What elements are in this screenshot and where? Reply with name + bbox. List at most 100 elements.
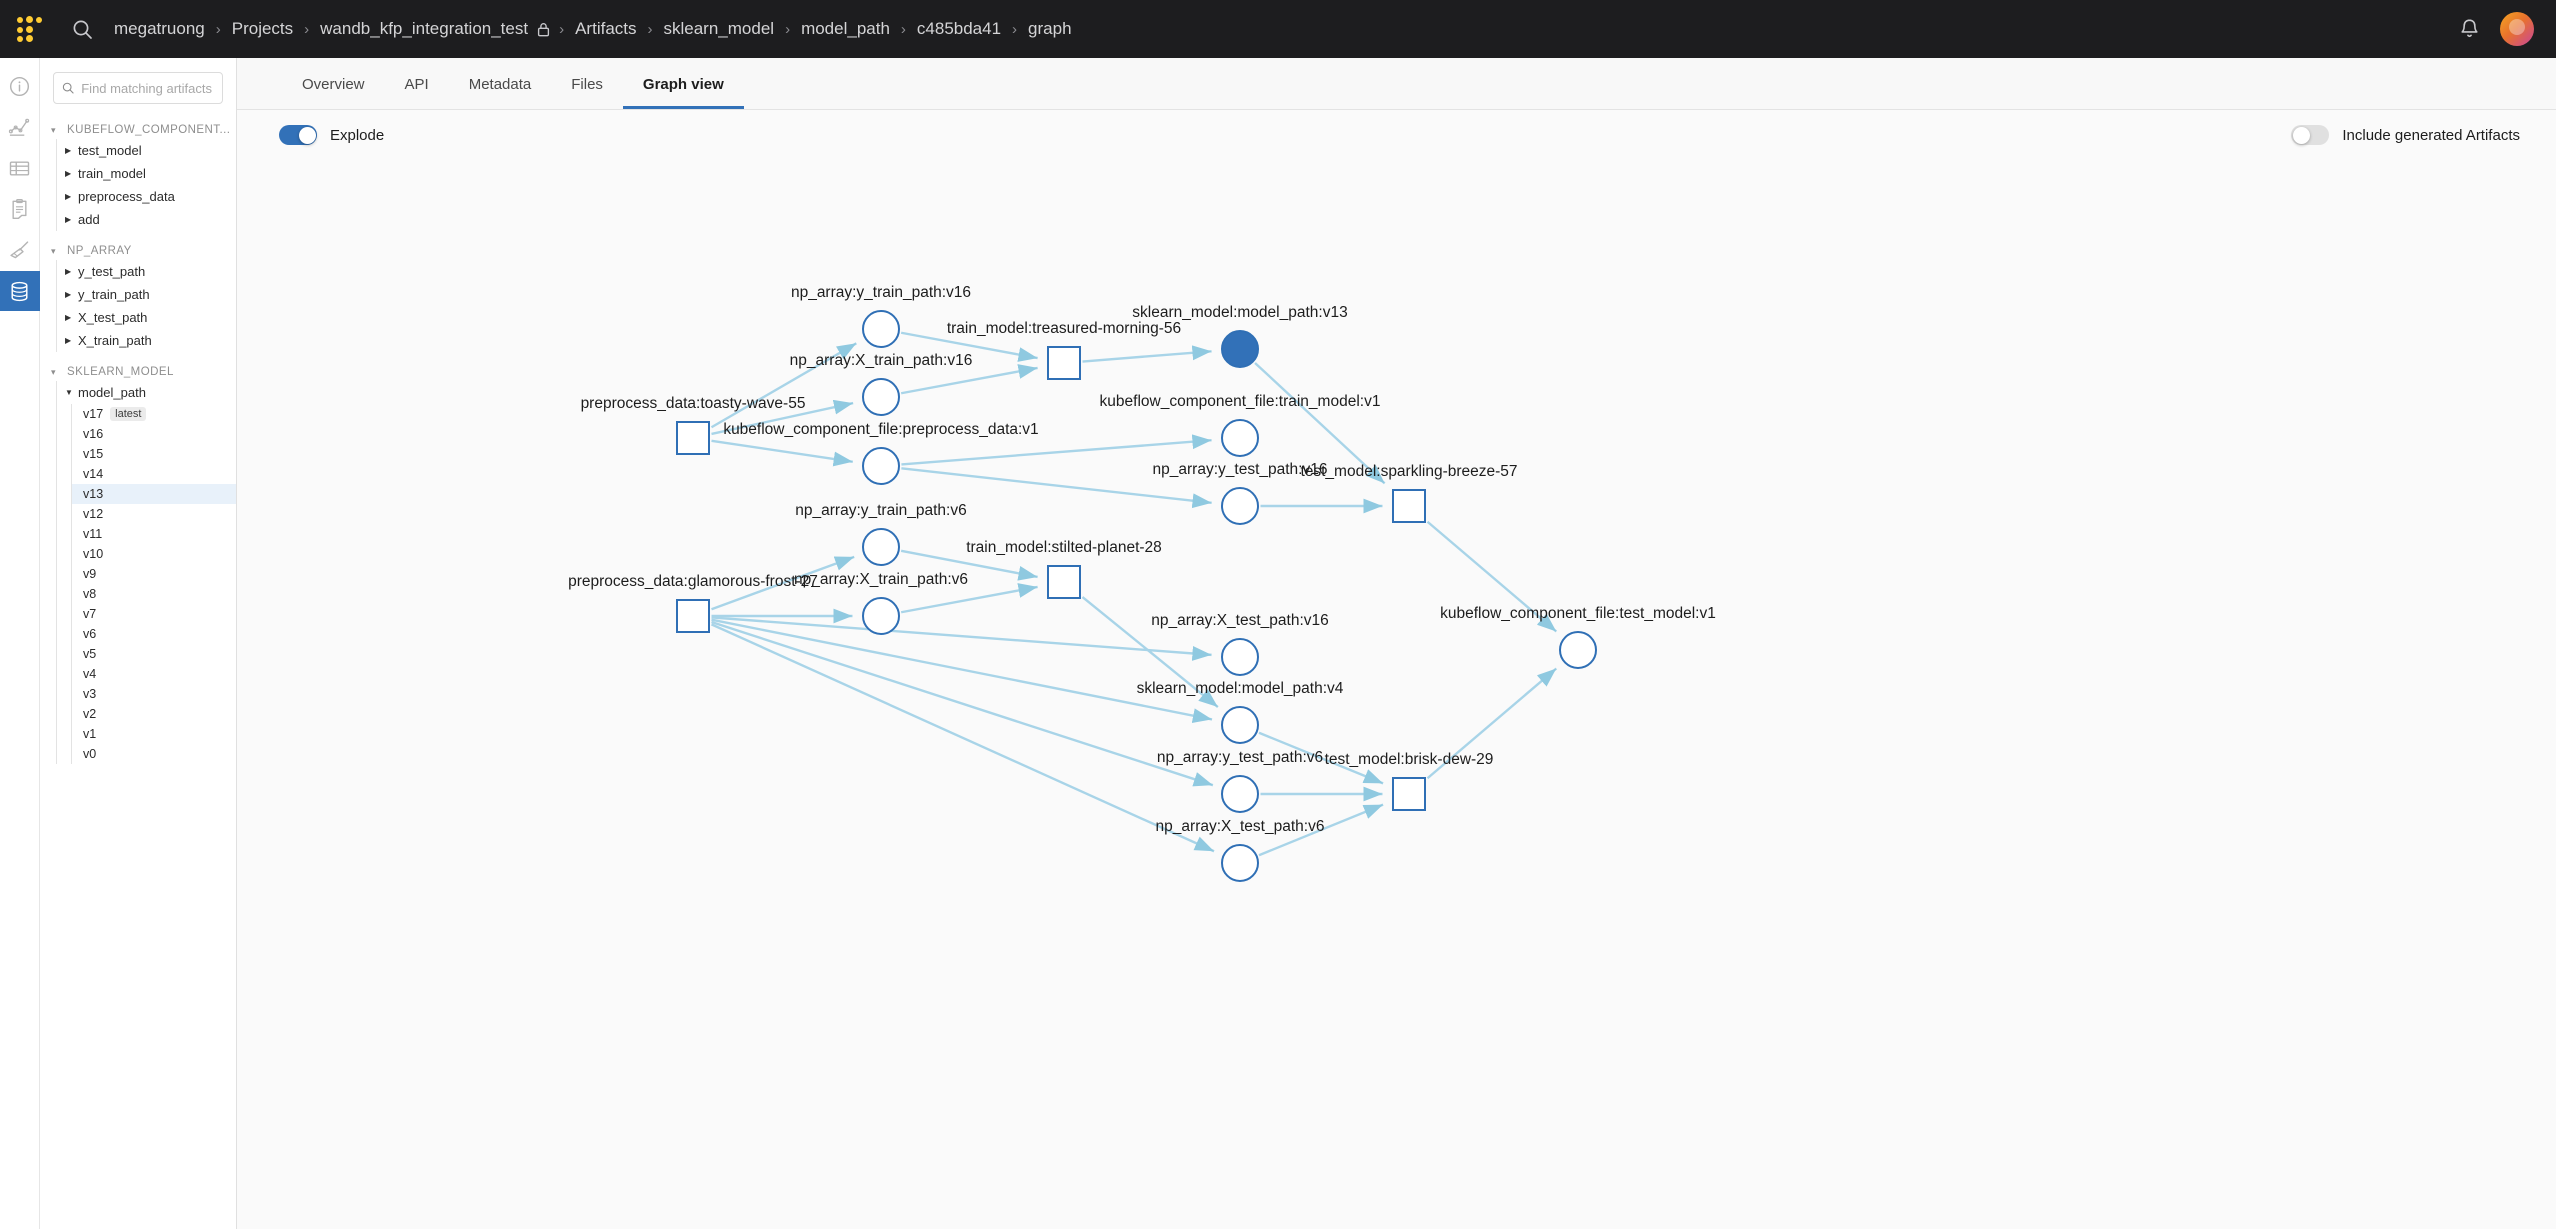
- version-item-v13[interactable]: v13: [72, 484, 236, 504]
- tree-item-X_train_path[interactable]: ▶X_train_path: [57, 329, 236, 352]
- graph-edge-n3-n9: [1254, 362, 1386, 485]
- tab-metadata[interactable]: Metadata: [468, 76, 532, 93]
- artifact-search-box[interactable]: [53, 72, 223, 104]
- chevron-right-icon: ▶: [65, 335, 72, 345]
- graph-node-n8[interactable]: [1221, 487, 1259, 525]
- graph-node-n18[interactable]: [1392, 777, 1426, 811]
- tree-item-y_test_path[interactable]: ▶y_test_path: [57, 260, 236, 283]
- version-label: v5: [83, 647, 97, 661]
- version-item-v9[interactable]: v9: [72, 564, 236, 584]
- search-icon[interactable]: [58, 0, 106, 58]
- graph-node-n10[interactable]: [862, 528, 900, 566]
- graph-node-n14[interactable]: [1221, 638, 1259, 676]
- version-item-v10[interactable]: v10: [72, 544, 236, 564]
- graph-node-n6[interactable]: [862, 447, 900, 485]
- version-item-v2[interactable]: v2: [72, 704, 236, 724]
- include-generated-switch-knob: [2292, 126, 2310, 144]
- breadcrumb-item-graph[interactable]: graph: [1028, 19, 1072, 38]
- tree-item-train_model[interactable]: ▶train_model: [57, 162, 236, 185]
- graph-node-n11[interactable]: [1047, 565, 1081, 599]
- breadcrumb-item-projects[interactable]: Projects: [231, 19, 294, 38]
- search-input[interactable]: [81, 80, 214, 96]
- tree-item-add[interactable]: ▶add: [57, 208, 236, 231]
- topbar-actions: [2459, 12, 2556, 46]
- version-item-v5[interactable]: v5: [72, 644, 236, 664]
- version-item-v3[interactable]: v3: [72, 684, 236, 704]
- breadcrumb-item-model-path[interactable]: model_path: [801, 19, 890, 38]
- breadcrumb-item-sklearn-model[interactable]: sklearn_model: [663, 19, 775, 38]
- graph-node-n13[interactable]: [862, 597, 900, 635]
- breadcrumb-item-wandb-kfp-integration-test[interactable]: wandb_kfp_integration_test: [320, 19, 529, 38]
- workspace-chart-icon[interactable]: [0, 107, 40, 147]
- graph-edge-n19-n18: [1258, 803, 1384, 857]
- reports-clipboard-icon[interactable]: [0, 189, 40, 229]
- breadcrumb-item-c485bda41[interactable]: c485bda41: [916, 19, 1002, 38]
- graph-edge-n9-n15: [1426, 520, 1558, 633]
- group-items: ▶y_test_path▶y_train_path▶X_test_path▶X_…: [56, 260, 236, 352]
- wandb-logo[interactable]: [0, 0, 58, 58]
- include-generated-switch[interactable]: [2291, 125, 2330, 145]
- breadcrumb-item-megatruong[interactable]: megatruong: [114, 19, 205, 38]
- explode-toggle[interactable]: Explode: [279, 125, 384, 145]
- tab-graph-view[interactable]: Graph view: [622, 76, 744, 109]
- tree-item-preprocess_data[interactable]: ▶preprocess_data: [57, 185, 236, 208]
- version-item-v11[interactable]: v11: [72, 524, 236, 544]
- explode-switch-knob: [298, 126, 316, 144]
- explode-switch[interactable]: [279, 125, 317, 145]
- group-header-kubeflow_component_file[interactable]: ▾KUBEFLOW_COMPONENT...: [40, 121, 236, 139]
- graph-node-n16[interactable]: [1221, 706, 1259, 744]
- version-item-v8[interactable]: v8: [72, 584, 236, 604]
- graph-node-n1[interactable]: [862, 310, 900, 348]
- table-icon[interactable]: [0, 148, 40, 188]
- version-item-v4[interactable]: v4: [72, 664, 236, 684]
- version-label: v7: [83, 607, 97, 621]
- graph-node-n3[interactable]: [1221, 330, 1259, 368]
- breadcrumb-item-artifacts[interactable]: Artifacts: [575, 19, 637, 38]
- tree-item-model_path[interactable]: ▼model_path: [57, 381, 236, 404]
- version-label: v2: [83, 707, 97, 721]
- version-item-v0[interactable]: v0: [72, 744, 236, 764]
- graph-edge-n2-n3: [1082, 345, 1212, 363]
- tree-item-y_train_path[interactable]: ▶y_train_path: [57, 283, 236, 306]
- tab-files[interactable]: Files: [571, 76, 603, 93]
- graph-node-n5[interactable]: [676, 421, 710, 455]
- graph-edge-n12-n16: [711, 618, 1213, 723]
- graph-node-n12[interactable]: [676, 599, 710, 633]
- graph-node-n2[interactable]: [1047, 346, 1081, 380]
- version-item-v6[interactable]: v6: [72, 624, 236, 644]
- graph-node-n4[interactable]: [862, 378, 900, 416]
- breadcrumb: megatruong›Projects›wandb_kfp_integratio…: [112, 19, 1074, 39]
- version-item-v14[interactable]: v14: [72, 464, 236, 484]
- graph-node-n9[interactable]: [1392, 489, 1426, 523]
- sweeps-broom-icon[interactable]: [0, 230, 40, 270]
- artifacts-database-icon[interactable]: [0, 271, 40, 311]
- tree-item-X_test_path[interactable]: ▶X_test_path: [57, 306, 236, 329]
- overview-info-icon[interactable]: [0, 66, 40, 106]
- graph-edge-n4-n2: [900, 364, 1038, 395]
- graph-edges-layer: [710, 331, 1558, 857]
- version-item-v1[interactable]: v1: [72, 724, 236, 744]
- include-generated-artifacts-toggle[interactable]: Include generated Artifacts: [2291, 125, 2520, 145]
- version-item-v15[interactable]: v15: [72, 444, 236, 464]
- graph-node-n15[interactable]: [1559, 631, 1597, 669]
- group-header-sklearn_model[interactable]: ▾SKLEARN_MODEL: [40, 363, 236, 381]
- graph-node-n7[interactable]: [1221, 419, 1259, 457]
- tree-item-test_model[interactable]: ▶test_model: [57, 139, 236, 162]
- tab-overview[interactable]: Overview: [302, 76, 365, 93]
- user-avatar[interactable]: [2500, 12, 2534, 46]
- chevron-down-icon: ▾: [51, 366, 56, 377]
- version-item-v16[interactable]: v16: [72, 424, 236, 444]
- graph-node-n17[interactable]: [1221, 775, 1259, 813]
- group-header-np_array[interactable]: ▾NP_ARRAY: [40, 242, 236, 260]
- tab-api[interactable]: API: [404, 76, 429, 93]
- version-item-v7[interactable]: v7: [72, 604, 236, 624]
- notifications-bell-icon[interactable]: [2459, 18, 2480, 40]
- chevron-down-icon: ▾: [51, 245, 56, 256]
- graph-edge-n6-n7: [901, 434, 1212, 466]
- graph-node-n19[interactable]: [1221, 844, 1259, 882]
- chevron-right-icon: ▶: [65, 289, 72, 299]
- version-item-v12[interactable]: v12: [72, 504, 236, 524]
